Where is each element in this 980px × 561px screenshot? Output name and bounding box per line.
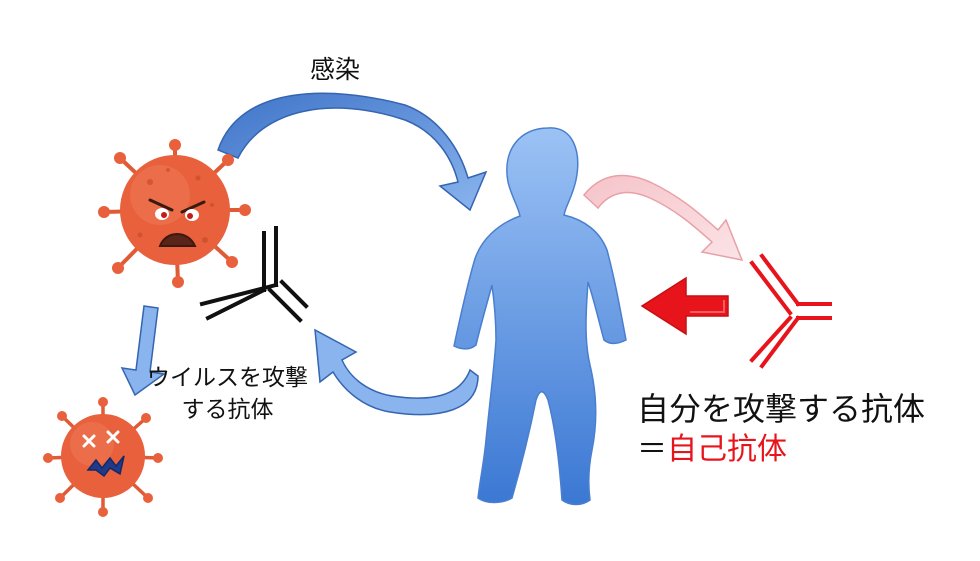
self-attacking-antibody-label: 自分を攻撃する抗体	[637, 390, 926, 428]
defeat-arrow	[120, 305, 166, 397]
autoantibody-definition: ＝自己抗体	[637, 424, 787, 468]
virus-antibody-label-line1: ウイルスを攻撃	[147, 365, 308, 391]
y-shaped-antibody-icon	[199, 226, 309, 323]
equals-sign: ＝	[637, 432, 667, 467]
y-shaped-autoantibody-icon	[749, 253, 832, 369]
defeated-virus-icon	[43, 397, 163, 517]
angry-virus-icon	[98, 139, 251, 288]
autoantibody-production-arrow	[582, 174, 744, 262]
virus-antibody-label-line2: する抗体	[181, 397, 274, 423]
human-silhouette-icon	[453, 127, 627, 506]
virus-attacking-antibody-label: ウイルスを攻撃 する抗体	[147, 362, 308, 426]
antibody-production-arrow	[314, 328, 479, 416]
infection-arrow	[217, 92, 488, 212]
autoantibody-term: 自己抗体	[667, 432, 787, 467]
infection-label: 感染	[310, 55, 361, 84]
attack-self-arrow	[640, 276, 729, 336]
